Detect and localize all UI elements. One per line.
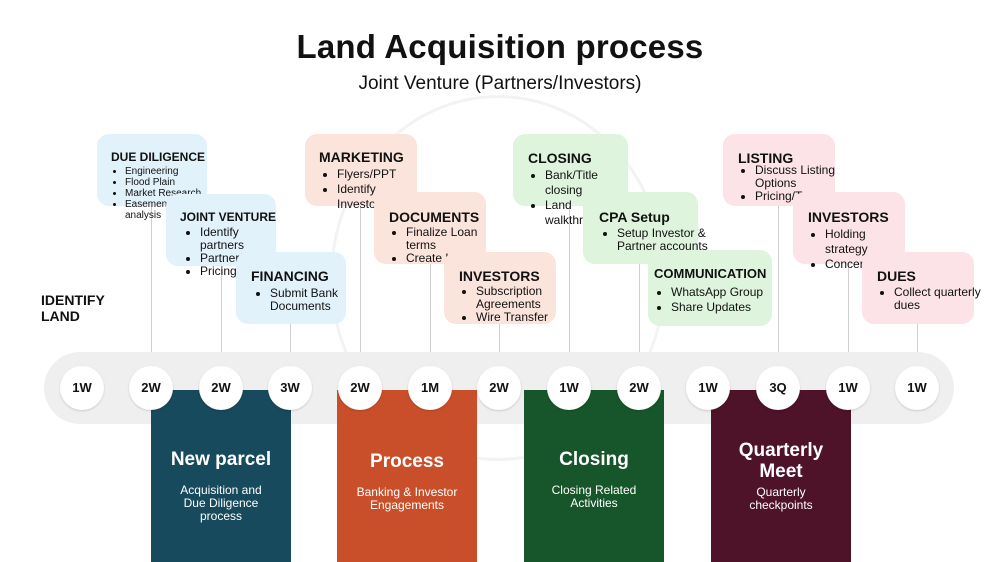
step-items: Bank/Title closing Land walkthrough — [531, 168, 628, 228]
step-title: JOINT VENTURE — [180, 210, 277, 224]
step-items: Flyers/PPT Identify Investors — [323, 167, 417, 212]
step-title: CLOSING — [528, 150, 592, 166]
phase-block-new-parcel: New parcel Acquisition and Due Diligence… — [151, 390, 291, 562]
step-title: DOCUMENTS — [389, 209, 480, 225]
step-title: INVESTORS — [808, 209, 889, 225]
step-title: DUES — [877, 268, 916, 284]
connector-line — [778, 202, 779, 364]
step-card-financing: FINANCING Submit Bank Documents — [236, 252, 346, 324]
identify-land-label: IDENTIFY LAND — [41, 292, 105, 324]
step-title: DUE DILIGENCE — [111, 150, 206, 164]
connector-line — [917, 322, 918, 364]
duration-marker: 2W — [199, 366, 243, 410]
page-subtitle: Joint Venture (Partners/Investors) — [358, 73, 642, 94]
step-item: Holding strategy — [825, 227, 905, 257]
duration-marker: 1W — [686, 366, 730, 410]
phase-title: Quarterly Meet — [738, 440, 824, 482]
phase-block-process: Process Banking & Investor Engagements — [337, 390, 477, 562]
step-item: Setup Investor & Partner accounts — [617, 227, 712, 253]
step-items: Engineering Flood Plain Market Research … — [111, 166, 207, 221]
step-card-investors-1: INVESTORS Subscription Agreements Wire T… — [444, 252, 556, 324]
step-items: Collect quarterly dues — [880, 286, 986, 312]
step-title: CPA Setup — [599, 209, 670, 225]
step-item: Collect quarterly dues — [894, 286, 986, 312]
duration-marker: 1W — [60, 366, 104, 410]
step-item: Flyers/PPT — [337, 167, 417, 182]
duration-marker: 1M — [408, 366, 452, 410]
step-title: INVESTORS — [459, 268, 540, 284]
step-item: Flood Plain — [125, 177, 207, 188]
duration-marker: 2W — [477, 366, 521, 410]
duration-marker: 1W — [826, 366, 870, 410]
step-items: Subscription Agreements Wire Transfer — [462, 285, 566, 324]
step-title: MARKETING — [319, 149, 404, 165]
step-item: Finalize Loan terms — [406, 226, 496, 252]
phase-description: Acquisition and Due Diligence process — [180, 483, 262, 523]
connector-line — [569, 202, 570, 364]
phase-description: Banking & Investor Engagements — [356, 485, 458, 512]
connector-line — [221, 264, 222, 364]
step-items: WhatsApp Group Share Updates — [657, 285, 763, 315]
duration-marker: 2W — [617, 366, 661, 410]
step-title: LISTING — [738, 150, 794, 166]
step-items: Setup Investor & Partner accounts — [603, 227, 712, 253]
step-item: Identify partners — [200, 226, 285, 252]
step-item: Discuss Listing Options — [755, 164, 847, 190]
step-item: Submit Bank Documents — [270, 287, 354, 313]
step-item: Market Research — [125, 188, 207, 199]
step-item: Pricing — [200, 265, 285, 278]
phase-block-quarterly-meet: Quarterly Meet Quarterly checkpoints — [711, 390, 851, 562]
page-title: Land Acquisition process — [296, 28, 704, 65]
step-card-communication: COMMUNICATION WhatsApp Group Share Updat… — [648, 250, 772, 326]
duration-marker: 2W — [129, 366, 173, 410]
step-items: Submit Bank Documents — [256, 287, 354, 313]
connector-line — [499, 322, 500, 364]
connector-line — [290, 322, 291, 364]
step-card-closing: CLOSING Bank/Title closing Land walkthro… — [513, 134, 628, 227]
phase-description: Closing Related Activities — [551, 483, 637, 510]
step-item: Wire Transfer — [476, 311, 566, 324]
connector-line — [430, 262, 431, 364]
connector-line — [639, 262, 640, 364]
duration-marker: 3Q — [756, 366, 800, 410]
step-item: Easement analysis — [125, 199, 207, 221]
step-title: COMMUNICATION — [654, 266, 767, 281]
step-title: FINANCING — [251, 268, 329, 284]
phase-description: Quarterly checkpoints — [749, 485, 813, 512]
duration-marker: 2W — [338, 366, 382, 410]
duration-marker: 1W — [895, 366, 939, 410]
duration-marker: 3W — [268, 366, 312, 410]
phase-title: New parcel — [170, 449, 272, 470]
phase-title: Process — [370, 451, 444, 472]
step-item: Engineering — [125, 166, 207, 177]
connector-line — [360, 202, 361, 364]
step-item: Identify Investors — [337, 182, 417, 212]
step-card-dues: DUES Collect quarterly dues — [862, 252, 981, 324]
connector-line — [151, 205, 152, 365]
step-item: Bank/Title closing — [545, 168, 628, 198]
connector-line — [848, 262, 849, 364]
step-item: Subscription Agreements — [476, 285, 566, 311]
step-item: WhatsApp Group — [671, 285, 763, 300]
phase-block-closing: Closing Closing Related Activities — [524, 390, 664, 562]
duration-marker: 1W — [547, 366, 591, 410]
phase-title: Closing — [559, 449, 629, 470]
step-item: Share Updates — [671, 300, 763, 315]
